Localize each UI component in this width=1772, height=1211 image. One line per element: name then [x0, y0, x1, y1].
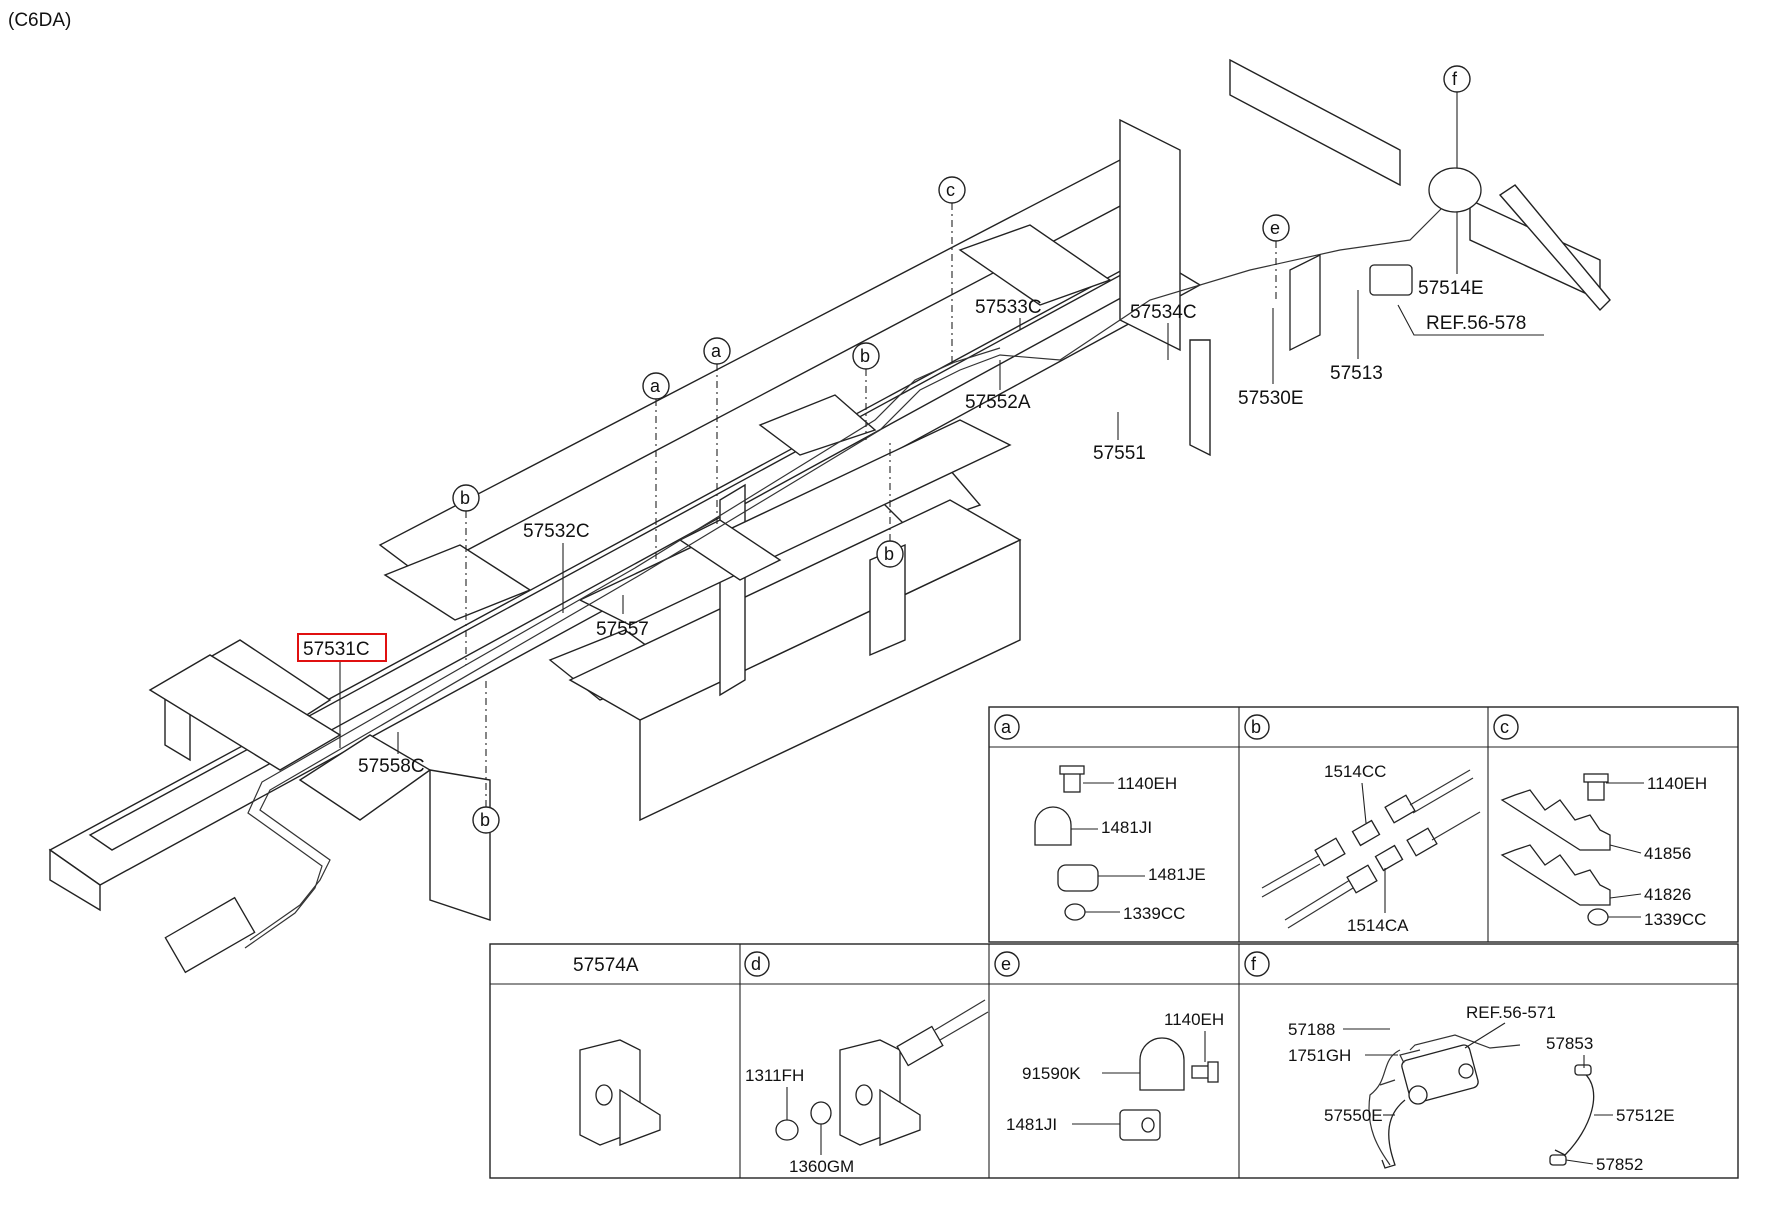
panel-d-part-1[interactable]: 1311FH — [745, 1066, 804, 1085]
panel-f-part-5[interactable]: 57550E — [1324, 1106, 1383, 1125]
panel-c-part-1[interactable]: 1140EH — [1647, 774, 1707, 793]
marker-e[interactable]: e — [1270, 218, 1280, 238]
marker-a-1[interactable]: a — [650, 376, 661, 396]
panel-c-letter: c — [1500, 717, 1509, 737]
panel-f-letter: f — [1251, 954, 1257, 974]
callout-ref-56-578[interactable]: REF.56-578 — [1426, 313, 1526, 334]
chassis-frame-drawing — [48, 58, 1611, 974]
callout-57558C[interactable]: 57558C — [358, 756, 425, 777]
panel-e-parts — [1119, 1037, 1219, 1141]
marker-b-1[interactable]: b — [460, 488, 470, 508]
panel-d-part-2[interactable]: 1360GM — [789, 1157, 854, 1176]
callout-57514E[interactable]: 57514E — [1418, 278, 1484, 299]
callout-57530E[interactable]: 57530E — [1238, 388, 1304, 409]
panel-e-part-2[interactable]: 91590K — [1022, 1064, 1081, 1083]
model-code: (C6DA) — [8, 10, 71, 31]
callout-57557[interactable]: 57557 — [596, 619, 649, 640]
panel-a-part-4[interactable]: 1339CC — [1123, 904, 1185, 923]
panel-a-parts — [1034, 765, 1099, 921]
marker-c[interactable]: c — [946, 180, 955, 200]
callout-57531C[interactable]: 57531C — [303, 639, 370, 660]
panel-f-part-1[interactable]: REF.56-571 — [1466, 1003, 1556, 1022]
marker-f[interactable]: f — [1452, 69, 1458, 89]
callout-57534C[interactable]: 57534C — [1130, 302, 1197, 323]
panel-f-part-4[interactable]: 57853 — [1546, 1034, 1593, 1053]
panel-f-part-3[interactable]: 1751GH — [1288, 1046, 1351, 1065]
highlight-box — [297, 633, 387, 662]
callout-57533C[interactable]: 57533C — [975, 297, 1042, 318]
panel-a-part-1[interactable]: 1140EH — [1117, 774, 1177, 793]
callout-57513[interactable]: 57513 — [1330, 363, 1383, 384]
detail-table-bottom: 57574A d e f 1311FH 1360GM — [489, 943, 1739, 1179]
panel-c-parts — [1500, 773, 1611, 926]
panel-f-part-2[interactable]: 57188 — [1288, 1020, 1335, 1039]
panel-c-part-3[interactable]: 41826 — [1644, 885, 1691, 904]
panel-b-parts — [1261, 769, 1481, 929]
main-callouts: 57531C 57558C 57557 57532C 57533C 57534C… — [297, 212, 1544, 777]
callout-57552A[interactable]: 57552A — [965, 392, 1031, 413]
marker-a-2[interactable]: a — [711, 341, 722, 361]
panel-c-part-2[interactable]: 41856 — [1644, 844, 1691, 863]
callout-57532C[interactable]: 57532C — [523, 521, 590, 542]
panel-f-part-6[interactable]: 57512E — [1616, 1106, 1675, 1125]
panel-d-parts — [775, 999, 989, 1146]
panel-57574A-title[interactable]: 57574A — [573, 955, 639, 976]
panel-b-part-2[interactable]: 1514CA — [1347, 916, 1409, 935]
panel-d-letter: d — [751, 954, 761, 974]
marker-b-3[interactable]: b — [860, 346, 870, 366]
callout-57551[interactable]: 57551 — [1093, 443, 1146, 464]
panel-f-parts — [1368, 1034, 1595, 1169]
panel-c-part-4[interactable]: 1339CC — [1644, 910, 1706, 929]
panel-a-part-3[interactable]: 1481JE — [1148, 865, 1206, 884]
panel-e-part-1[interactable]: 1140EH — [1164, 1010, 1224, 1029]
panel-a-part-2[interactable]: 1481JI — [1101, 818, 1152, 837]
panel-b-part-1[interactable]: 1514CC — [1324, 762, 1386, 781]
detail-table-top: a b c 1140EH 1481JI 1481JE 1339CC — [988, 706, 1739, 943]
panel-e-part-3[interactable]: 1481JI — [1006, 1115, 1057, 1134]
panel-e-letter: e — [1001, 954, 1011, 974]
detail-markers: a a b b b b c e f — [452, 65, 1471, 834]
panel-57574A-parts — [579, 1039, 661, 1146]
marker-b-4[interactable]: b — [884, 544, 894, 564]
panel-f-part-7[interactable]: 57852 — [1596, 1155, 1643, 1174]
marker-b-2[interactable]: b — [480, 810, 490, 830]
panel-b-letter: b — [1251, 717, 1261, 737]
panel-a-letter: a — [1001, 717, 1012, 737]
